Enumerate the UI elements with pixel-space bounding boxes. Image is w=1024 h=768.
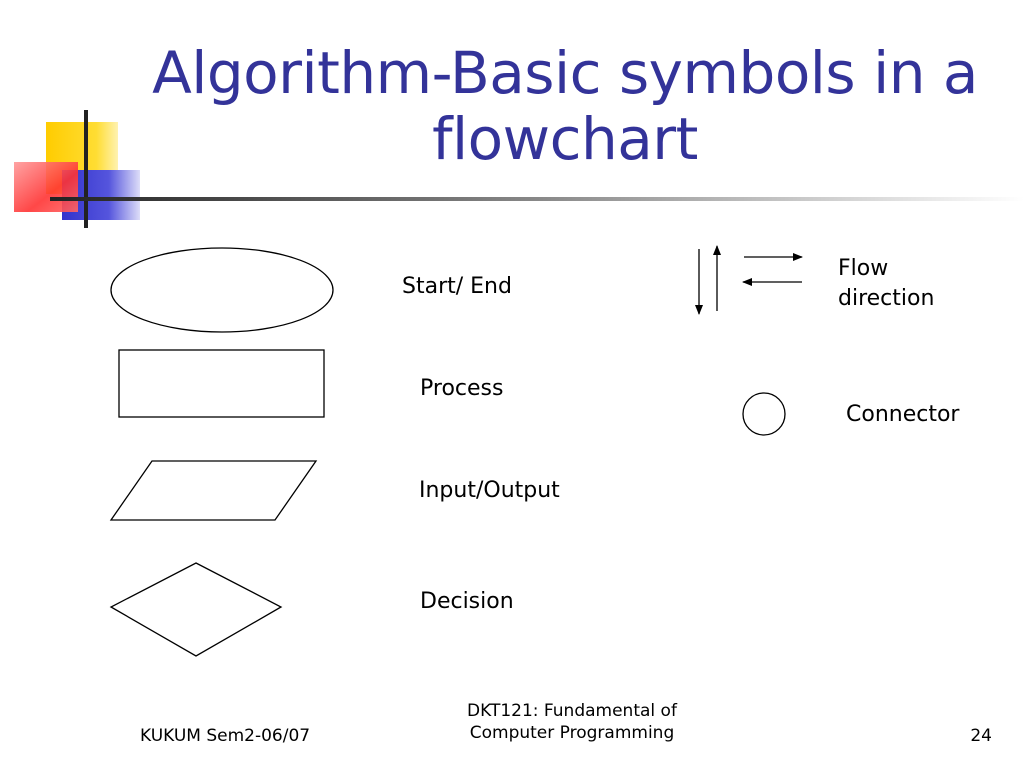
red-square bbox=[14, 162, 78, 212]
process-label: Process bbox=[420, 376, 504, 401]
flow-direction-arrows bbox=[695, 245, 803, 315]
footer-center-line-1: DKT121: Fundamental of bbox=[467, 701, 677, 721]
decorative-corner-graphic bbox=[14, 110, 1024, 228]
decision-diamond bbox=[109, 562, 283, 657]
title-line-1: Algorithm-Basic symbols in a bbox=[152, 39, 978, 107]
slide-title: Algorithm-Basic symbols in a flowchart bbox=[150, 40, 980, 172]
footer-center-line-2: Computer Programming bbox=[469, 723, 675, 743]
page-number: 24 bbox=[970, 726, 992, 746]
footer-center: DKT121: Fundamental of Computer Programm… bbox=[412, 700, 732, 744]
vertical-rule bbox=[84, 110, 88, 228]
input-output-parallelogram bbox=[109, 460, 318, 521]
decision-label: Decision bbox=[420, 589, 514, 614]
flow-direction-label-line-1: Flow bbox=[838, 256, 889, 281]
flow-direction-label-line-2: direction bbox=[838, 286, 935, 311]
connector-circle bbox=[742, 392, 786, 436]
footer-left: KUKUM Sem2-06/07 bbox=[140, 726, 311, 746]
flow-direction-label: Flow direction bbox=[838, 254, 934, 314]
start-end-label: Start/ End bbox=[402, 274, 512, 299]
input-output-label: Input/Output bbox=[419, 478, 560, 503]
title-line-2: flowchart bbox=[432, 105, 698, 173]
start-end-ellipse bbox=[110, 247, 334, 333]
connector-label: Connector bbox=[846, 402, 960, 427]
process-rectangle bbox=[118, 349, 325, 418]
title-underline bbox=[50, 197, 1024, 201]
